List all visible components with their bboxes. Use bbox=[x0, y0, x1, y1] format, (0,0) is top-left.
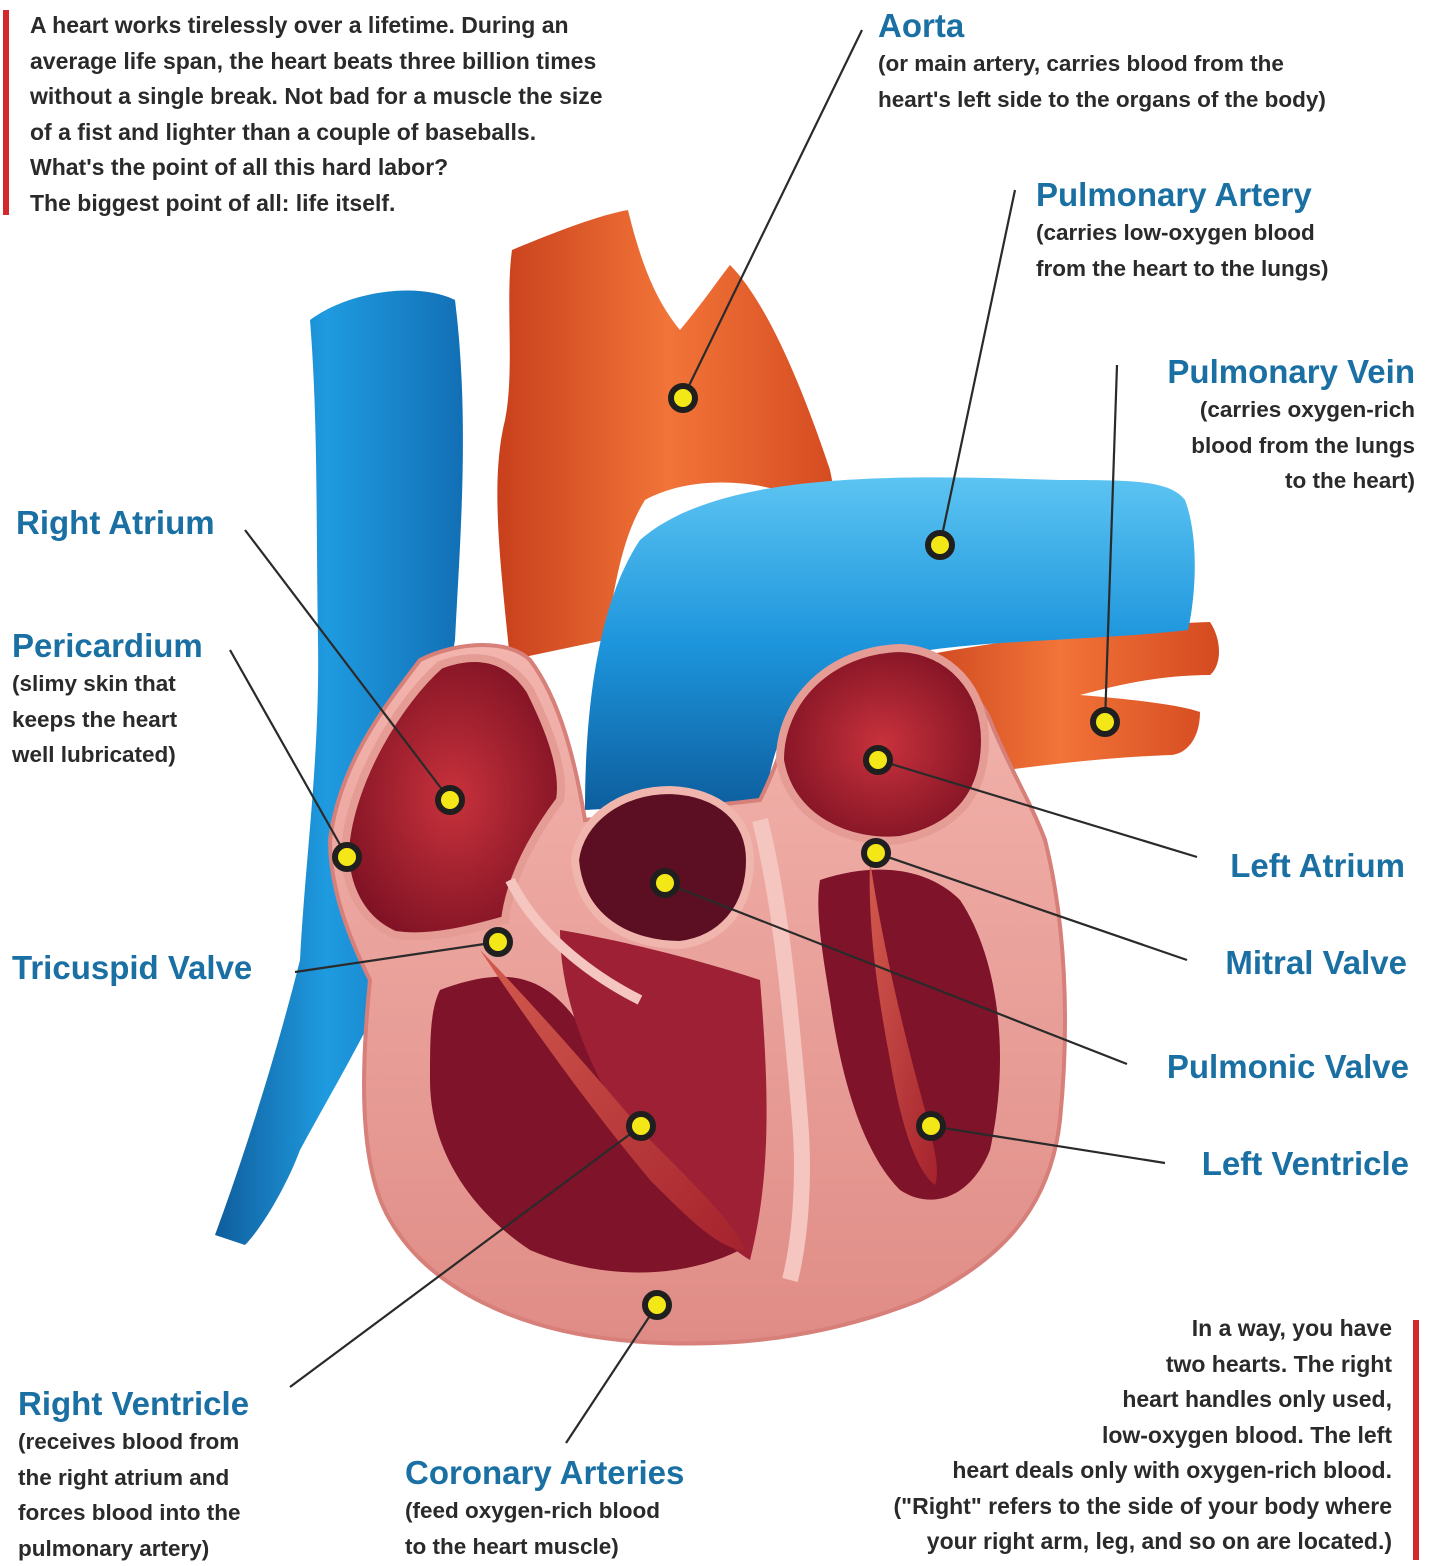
label-aorta: Aorta (or main artery, carries blood fro… bbox=[878, 6, 1326, 117]
label-desc: (or main artery, carries blood from the bbox=[878, 46, 1326, 82]
label-desc: blood from the lungs bbox=[1167, 428, 1415, 464]
label-title: Right Ventricle bbox=[18, 1384, 249, 1424]
label-desc: from the heart to the lungs) bbox=[1036, 251, 1329, 287]
label-left-ventricle: Left Ventricle bbox=[1202, 1144, 1409, 1184]
label-title: Mitral Valve bbox=[1225, 943, 1407, 983]
intro-line: of a fist and lighter than a couple of b… bbox=[30, 115, 603, 151]
label-right-atrium: Right Atrium bbox=[16, 503, 215, 543]
marker-left-ventricle bbox=[919, 1114, 943, 1138]
label-desc: (slimy skin that bbox=[12, 666, 203, 702]
outro-line: low-oxygen blood. The left bbox=[894, 1418, 1392, 1454]
outro-line: ("Right" refers to the side of your body… bbox=[894, 1489, 1392, 1525]
label-desc: heart's left side to the organs of the b… bbox=[878, 82, 1326, 118]
label-title: Left Ventricle bbox=[1202, 1144, 1409, 1184]
intro-line: without a single break. Not bad for a mu… bbox=[30, 79, 603, 115]
label-desc: pulmonary artery) bbox=[18, 1531, 249, 1566]
intro-line: average life span, the heart beats three… bbox=[30, 44, 603, 80]
marker-coronary-arteries bbox=[645, 1293, 669, 1317]
label-desc: keeps the heart bbox=[12, 702, 203, 738]
outro-line: heart handles only used, bbox=[894, 1382, 1392, 1418]
marker-pulmonary-vein bbox=[1093, 710, 1117, 734]
outro-line: In a way, you have bbox=[894, 1311, 1392, 1347]
label-title: Coronary Arteries bbox=[405, 1453, 684, 1493]
marker-pericardium bbox=[335, 845, 359, 869]
label-desc: (carries low-oxygen blood bbox=[1036, 215, 1329, 251]
label-tricuspid-valve: Tricuspid Valve bbox=[12, 948, 252, 988]
label-pulmonary-artery: Pulmonary Artery (carries low-oxygen blo… bbox=[1036, 175, 1329, 286]
label-desc: well lubricated) bbox=[12, 737, 203, 773]
label-desc: to the heart muscle) bbox=[405, 1529, 684, 1565]
label-coronary-arteries: Coronary Arteries (feed oxygen-rich bloo… bbox=[405, 1453, 684, 1564]
label-mitral-valve: Mitral Valve bbox=[1225, 943, 1407, 983]
label-title: Aorta bbox=[878, 6, 1326, 46]
marker-pulmonary-artery bbox=[928, 533, 952, 557]
intro-accent-bar bbox=[3, 10, 9, 215]
outro-line: your right arm, leg, and so on are locat… bbox=[894, 1524, 1392, 1560]
intro-line: What's the point of all this hard labor? bbox=[30, 150, 603, 186]
intro-paragraph: A heart works tirelessly over a lifetime… bbox=[30, 8, 603, 221]
marker-aorta bbox=[671, 386, 695, 410]
label-title: Pulmonary Vein bbox=[1167, 352, 1415, 392]
label-title: Tricuspid Valve bbox=[12, 948, 252, 988]
label-desc: forces blood into the bbox=[18, 1495, 249, 1531]
label-title: Left Atrium bbox=[1230, 846, 1405, 886]
outro-paragraph: In a way, you have two hearts. The right… bbox=[894, 1311, 1392, 1560]
label-desc: the right atrium and bbox=[18, 1460, 249, 1496]
label-pulmonary-vein: Pulmonary Vein (carries oxygen-rich bloo… bbox=[1167, 352, 1415, 499]
outro-line: two hearts. The right bbox=[894, 1347, 1392, 1383]
label-title: Pulmonary Artery bbox=[1036, 175, 1329, 215]
marker-right-atrium bbox=[438, 788, 462, 812]
label-title: Pulmonic Valve bbox=[1167, 1047, 1409, 1087]
label-desc: (feed oxygen-rich blood bbox=[405, 1493, 684, 1529]
label-desc: to the heart) bbox=[1167, 463, 1415, 499]
label-left-atrium: Left Atrium bbox=[1230, 846, 1405, 886]
marker-left-atrium bbox=[866, 748, 890, 772]
label-right-ventricle: Right Ventricle (receives blood from the… bbox=[18, 1384, 249, 1566]
label-pulmonic-valve: Pulmonic Valve bbox=[1167, 1047, 1409, 1087]
label-pericardium: Pericardium (slimy skin that keeps the h… bbox=[12, 626, 203, 773]
marker-pulmonic-valve bbox=[653, 871, 677, 895]
intro-line: A heart works tirelessly over a lifetime… bbox=[30, 8, 603, 44]
marker-tricuspid-valve bbox=[486, 930, 510, 954]
label-desc: (carries oxygen-rich bbox=[1167, 392, 1415, 428]
intro-line: The biggest point of all: life itself. bbox=[30, 186, 603, 222]
label-title: Pericardium bbox=[12, 626, 203, 666]
label-desc: (receives blood from bbox=[18, 1424, 249, 1460]
marker-right-ventricle bbox=[629, 1114, 653, 1138]
marker-mitral-valve bbox=[864, 841, 888, 865]
label-title: Right Atrium bbox=[16, 503, 215, 543]
outro-line: heart deals only with oxygen-rich blood. bbox=[894, 1453, 1392, 1489]
outro-accent-bar bbox=[1413, 1320, 1419, 1560]
pulmonic-valve-shape bbox=[575, 790, 750, 945]
